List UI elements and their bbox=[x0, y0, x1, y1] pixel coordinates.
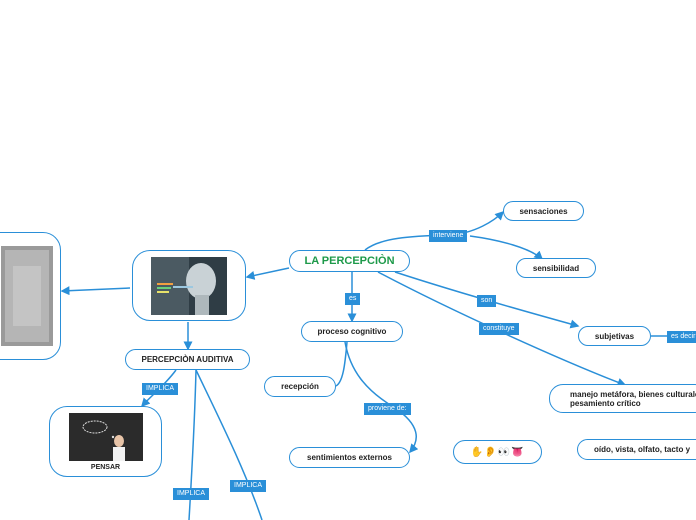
node-sensaciones-label: sensaciones bbox=[519, 206, 568, 216]
tag-constituye[interactable]: constituye bbox=[479, 323, 519, 335]
tag-proviene[interactable]: proviene de: bbox=[364, 403, 411, 415]
node-oido[interactable]: oído, vista, olfato, tacto y bbox=[577, 439, 696, 460]
node-sentimientos-externos[interactable]: sentimientos externos bbox=[289, 447, 410, 468]
emoji-row: ✋👂👀👅 bbox=[470, 446, 525, 458]
node-emoji[interactable]: ✋👂👀👅 bbox=[453, 440, 542, 464]
node-image-left[interactable] bbox=[0, 232, 61, 360]
tag-implica-2[interactable]: IMPLICA bbox=[173, 488, 210, 500]
node-percepcion-auditiva[interactable]: PERCEPCIÒN AUDITIVA bbox=[125, 349, 250, 370]
root-label: LA PERCEPCIÒN bbox=[304, 255, 395, 267]
node-percepcion-auditiva-label: PERCEPCIÒN AUDITIVA bbox=[141, 355, 234, 364]
node-pensar-label: PENSAR bbox=[90, 464, 121, 471]
node-oido-label: oído, vista, olfato, tacto y bbox=[594, 445, 691, 454]
node-manejo-label: manejo metáfora, bienes culturales, pesa… bbox=[570, 389, 696, 408]
node-pensar[interactable]: PENSAR bbox=[49, 406, 162, 477]
node-sensibilidad-label: sensibilidad bbox=[532, 263, 580, 273]
node-recepcion-label: recepción bbox=[281, 382, 319, 391]
node-proceso-cognitivo[interactable]: proceso cognitivo bbox=[301, 321, 403, 342]
tag-es-decir[interactable]: es decir bbox=[667, 331, 696, 343]
node-sensaciones[interactable]: sensaciones bbox=[503, 201, 584, 221]
node-sensibilidad[interactable]: sensibilidad bbox=[516, 258, 596, 278]
node-sentimientos-label: sentimientos externos bbox=[307, 453, 392, 462]
node-proceso-label: proceso cognitivo bbox=[317, 327, 387, 336]
node-recepcion[interactable]: recepción bbox=[264, 376, 336, 397]
tag-interviene[interactable]: interviene bbox=[429, 230, 468, 242]
node-subjetivas-label: subjetivas bbox=[594, 331, 635, 341]
node-image-head[interactable] bbox=[132, 250, 246, 321]
node-subjetivas[interactable]: subjetivas bbox=[578, 326, 651, 346]
root-node[interactable]: LA PERCEPCIÒN bbox=[289, 250, 410, 272]
gray-texture-image bbox=[0, 246, 53, 346]
node-manejo[interactable]: manejo metáfora, bienes culturales, pesa… bbox=[549, 384, 696, 413]
tag-implica-3[interactable]: IMPLICA bbox=[230, 480, 267, 492]
head-scan-image bbox=[151, 256, 227, 315]
tag-es[interactable]: es bbox=[345, 293, 361, 305]
thinking-woman-image bbox=[68, 413, 143, 461]
tag-son[interactable]: son bbox=[477, 295, 497, 307]
tag-implica-1[interactable]: IMPLICA bbox=[142, 383, 179, 395]
